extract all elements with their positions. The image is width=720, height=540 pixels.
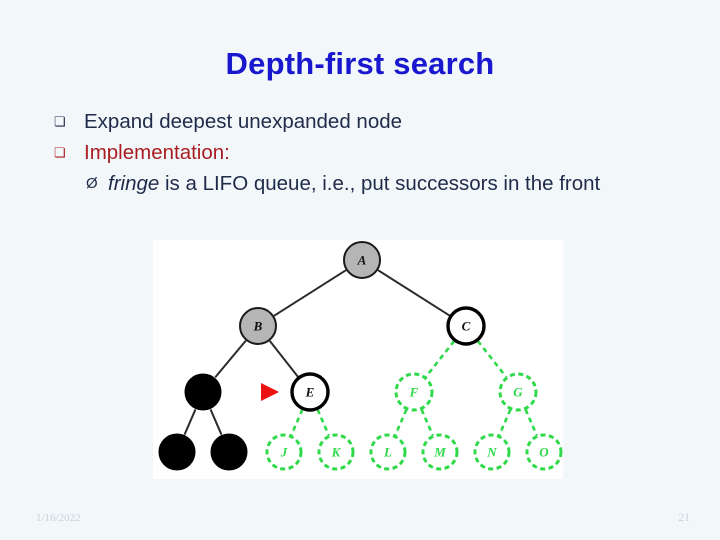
list-item: Ø fringe is a LIFO queue, i.e., put succ…	[86, 170, 692, 197]
tree-node-G: G	[498, 372, 538, 412]
list-item: ❏ Expand deepest unexpanded node	[52, 108, 692, 136]
tree-edge-C-F	[424, 340, 456, 378]
tree-edge-A-C	[377, 269, 451, 317]
tree-edge-G-O	[524, 408, 539, 437]
tree-edge-D-H	[183, 409, 197, 435]
tree-node-K: K	[317, 433, 355, 471]
node-circle-I	[210, 433, 248, 471]
tree-edge-E-K	[316, 408, 331, 437]
page-title: Depth-first search	[225, 46, 495, 81]
footer-date: 1/16/2022	[36, 512, 81, 524]
node-label-G: G	[513, 385, 523, 400]
node-circle-H	[158, 433, 196, 471]
search-tree-figure: A B C E F G J K L M N O	[153, 240, 563, 479]
subbullet-text-rest: is a LIFO queue, i.e., put successors in…	[159, 172, 601, 195]
node-label-K: K	[331, 445, 342, 460]
node-circle-K	[317, 433, 355, 471]
node-circle-L	[369, 433, 407, 471]
tree-node-N: N	[473, 433, 511, 471]
tree-node-I	[210, 433, 248, 471]
tree-edge-C-G	[476, 340, 508, 378]
node-label-A: A	[357, 253, 367, 268]
tree-edge-B-D	[214, 339, 247, 379]
tree-edge-G-N	[497, 408, 512, 437]
tree-node-A: A	[343, 241, 381, 279]
node-circle-M	[421, 433, 459, 471]
footer-page-number: 21	[678, 512, 691, 524]
node-label-L: L	[383, 445, 392, 460]
arrow-bullet-icon: Ø	[86, 175, 98, 192]
tree-node-H	[158, 433, 196, 471]
pointer-triangle-icon	[261, 383, 279, 401]
node-circle-N	[473, 433, 511, 471]
node-label-B: B	[253, 319, 263, 334]
search-tree-svg: A B C E F G J K L M N O	[158, 241, 563, 471]
tree-node-J: J	[265, 433, 303, 471]
bullet-text-expand-deepest: Expand deepest unexpanded node	[84, 110, 403, 133]
node-label-O: O	[539, 445, 549, 460]
tree-edge-F-M	[420, 408, 435, 437]
tree-node-O: O	[525, 433, 563, 471]
tree-edge-D-I	[209, 409, 223, 435]
emphasis-fringe: fringe	[108, 172, 160, 195]
node-circle-J	[265, 433, 303, 471]
node-circle-C	[446, 306, 486, 346]
node-label-F: F	[409, 385, 419, 400]
tree-edge-F-L	[393, 408, 408, 437]
node-circle-B	[239, 307, 277, 345]
node-circle-G	[498, 372, 538, 412]
subbullet-text-fringe: fringe is a LIFO queue, i.e., put succes…	[108, 170, 692, 197]
bullet-square-icon: ❏	[54, 114, 66, 129]
tree-node-B: B	[239, 307, 277, 345]
tree-node-D	[184, 373, 222, 411]
bullet-square-icon: ❏	[54, 145, 66, 160]
list-item: ❏ Implementation:	[52, 139, 692, 167]
tree-node-E: E	[290, 372, 330, 412]
tree-node-L: L	[369, 433, 407, 471]
node-circle-A	[343, 241, 381, 279]
tree-edge-B-E	[268, 340, 300, 378]
bullet-text-implementation: Implementation:	[84, 141, 230, 164]
bullet-list: ❏ Expand deepest unexpanded node ❏ Imple…	[52, 108, 692, 197]
tree-node-F: F	[394, 372, 434, 412]
tree-node-M: M	[421, 433, 459, 471]
node-circle-E	[290, 372, 330, 412]
tree-edge-E-J	[289, 408, 304, 437]
node-circle-F	[394, 372, 434, 412]
node-label-C: C	[462, 319, 471, 334]
node-label-N: N	[486, 445, 497, 460]
node-label-M: M	[433, 445, 446, 460]
node-circle-O	[525, 433, 563, 471]
node-label-E: E	[305, 385, 315, 400]
node-circle-D	[184, 373, 222, 411]
tree-edge-A-B	[273, 269, 347, 317]
tree-node-C: C	[446, 306, 486, 346]
node-label-J: J	[280, 445, 288, 460]
